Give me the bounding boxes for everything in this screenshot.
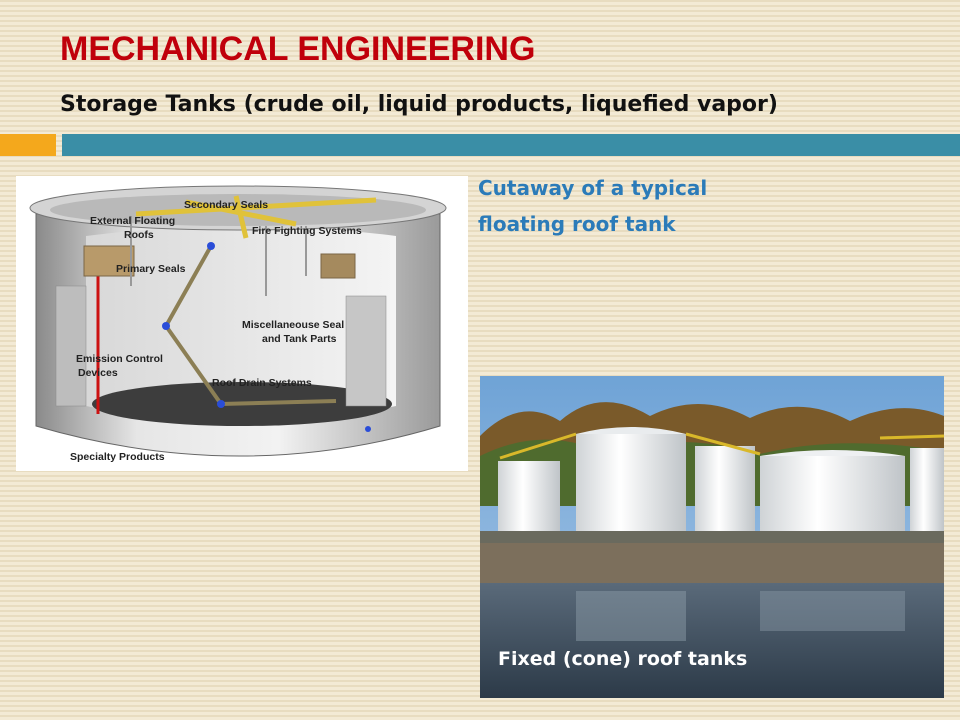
label-external-floating-roofs-1: External Floating bbox=[90, 215, 175, 227]
cutaway-caption-line2: floating roof tank bbox=[478, 212, 676, 236]
label-misc-seal-1: Miscellaneouse Seal bbox=[242, 319, 344, 331]
label-fire-fighting-systems: Fire Fighting Systems bbox=[252, 225, 362, 237]
label-roof-drain-systems: Roof Drain Systems bbox=[212, 377, 312, 389]
label-specialty-products: Specialty Products bbox=[70, 451, 165, 463]
label-primary-seals: Primary Seals bbox=[116, 263, 186, 275]
label-misc-seal-2: and Tank Parts bbox=[262, 333, 337, 345]
label-external-floating-roofs-2: Roofs bbox=[124, 229, 154, 241]
label-emission-control-2: Devices bbox=[78, 367, 118, 379]
slide-title: MECHANICAL ENGINEERING bbox=[60, 30, 536, 68]
photo-caption: Fixed (cone) roof tanks bbox=[498, 648, 748, 670]
tank-photo-illustration bbox=[480, 376, 944, 698]
label-secondary-seals: Secondary Seals bbox=[184, 199, 268, 211]
cutaway-caption-line1: Cutaway of a typical bbox=[478, 176, 708, 200]
accent-bar-orange bbox=[0, 134, 56, 156]
cutaway-diagram: Secondary Seals External Floating Roofs … bbox=[16, 176, 468, 471]
tank-photo: Fixed (cone) roof tanks bbox=[480, 376, 944, 698]
cutaway-illustration: Secondary Seals External Floating Roofs … bbox=[29, 185, 447, 463]
cutaway-caption: Cutaway of a typical floating roof tank bbox=[478, 170, 707, 242]
label-emission-control-1: Emission Control bbox=[76, 353, 163, 365]
accent-bar-teal bbox=[62, 134, 960, 156]
slide-subtitle: Storage Tanks (crude oil, liquid product… bbox=[60, 92, 778, 117]
